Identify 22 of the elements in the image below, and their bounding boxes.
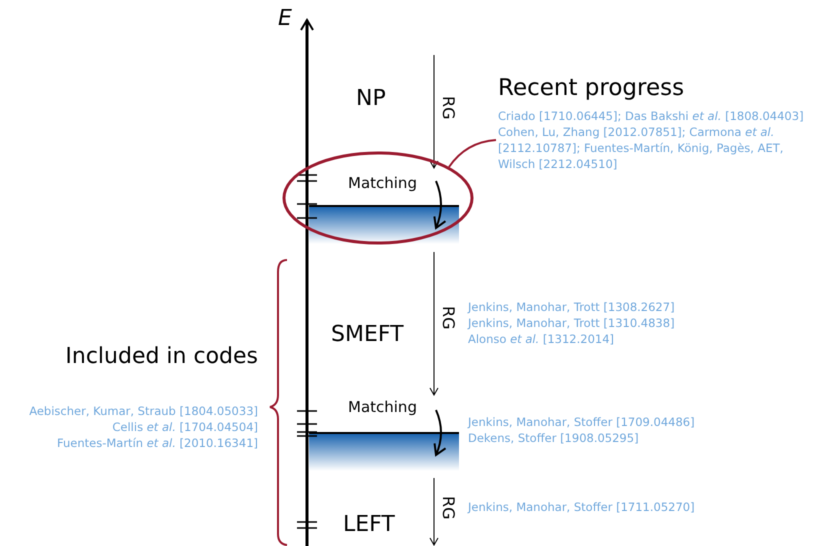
citation-text: Jenkins, Manohar, Stoffer [1711.05270]	[468, 499, 695, 515]
region-label: SMEFT	[331, 322, 404, 347]
region-label: LEFT	[343, 512, 395, 537]
region-label: NP	[356, 86, 386, 111]
citation-text: Criado [1710.06445]; Das Bakshi et al. [1808.04403] Cohen, Lu, Zhang [2012.07851]; Carmona et al. [2112.10787]; Fuentes-Martín, König, Pagès, AET, Wilsch [2212.04510]	[498, 108, 805, 172]
citation-text: Aebischer, Kumar, Straub [1804.05033]	[29, 403, 258, 419]
citation-text: Jenkins, Manohar, Stoffer [1709.04486]	[468, 414, 695, 430]
axis-label: E	[278, 6, 292, 31]
citation-text: Alonso et al. [1312.2014]	[468, 331, 614, 347]
process-label: RG	[439, 96, 458, 120]
leader-line	[448, 139, 496, 168]
citation-text: Fuentes-Martín et al. [2010.16341]	[57, 435, 258, 451]
heading: Recent progress	[498, 74, 686, 102]
citation-text: Jenkins, Manohar, Trott [1308.2627]	[468, 299, 675, 315]
citation-text: Jenkins, Manohar, Trott [1310.4838]	[468, 315, 675, 331]
process-label: RG	[439, 496, 458, 520]
process-label: Matching	[348, 174, 417, 192]
citation-text: Dekens, Stoffer [1908.05295]	[468, 430, 639, 446]
process-label: RG	[439, 306, 458, 330]
citation-text: Cellis et al. [1704.04504]	[112, 419, 258, 435]
process-label: Matching	[348, 398, 417, 416]
annotation-text: Included in codes	[65, 344, 258, 369]
